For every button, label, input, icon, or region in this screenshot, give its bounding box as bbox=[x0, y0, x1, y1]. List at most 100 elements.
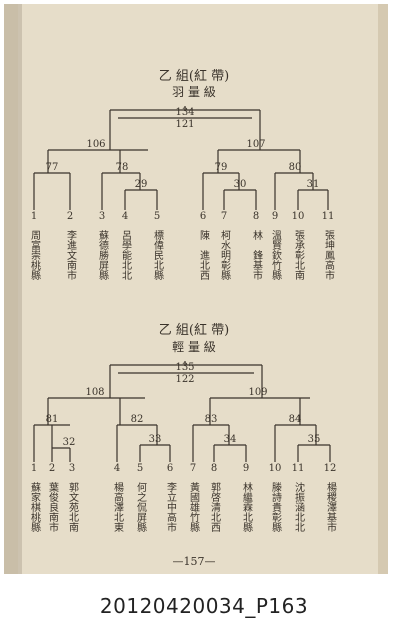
match-number: 77 bbox=[46, 162, 59, 173]
match-number: 33 bbox=[149, 434, 162, 445]
semi-match-right: 109 bbox=[248, 387, 267, 398]
player-entry: 12 楊稷澤 基市 bbox=[324, 463, 337, 533]
match-number: 32 bbox=[63, 437, 76, 448]
player-region: 屏縣 bbox=[97, 260, 109, 280]
player-number: 10 bbox=[292, 211, 305, 222]
player-number: 5 bbox=[154, 211, 160, 222]
match-79 bbox=[202, 172, 257, 210]
player-number: 1 bbox=[31, 463, 37, 474]
player-number: 3 bbox=[99, 211, 105, 222]
semi-bar-right bbox=[209, 397, 310, 425]
player-entry: 8 林 鋒 基市 bbox=[251, 211, 263, 281]
player-name: 周富崇 bbox=[29, 230, 41, 260]
player-entry: 9 溫賢欽 竹縣 bbox=[270, 211, 282, 280]
player-number: 6 bbox=[200, 211, 206, 222]
player-entry: 11 張坤鳳 高市 bbox=[322, 211, 335, 281]
player-number: 7 bbox=[221, 211, 227, 222]
bracket-subtitle: 羽 量 級 bbox=[172, 85, 216, 99]
player-number: 7 bbox=[190, 463, 196, 474]
player-entry: 11 沈振涵 北北 bbox=[292, 463, 305, 532]
player-list: 1 蘇家棋 桃縣 2 葉俊良 南市 3 郭文苑 北南 4 楊高澤 北東 5 何之 bbox=[29, 463, 337, 533]
player-name: 張承彰 bbox=[293, 230, 305, 261]
player-number: 2 bbox=[67, 211, 73, 222]
player-entry: 10 滕詩貴 彰縣 bbox=[269, 463, 282, 532]
player-name: 楊稷澤 bbox=[325, 482, 337, 512]
match-77 bbox=[33, 172, 71, 210]
match-number: 79 bbox=[215, 162, 228, 173]
player-number: 4 bbox=[122, 211, 128, 222]
player-region: 北縣 bbox=[152, 260, 164, 280]
match-number: 34 bbox=[224, 434, 237, 445]
player-number: 11 bbox=[292, 463, 305, 474]
player-region: 屏縣 bbox=[135, 512, 147, 532]
match-number: 29 bbox=[135, 179, 148, 190]
semi-match-left: 106 bbox=[86, 139, 105, 150]
player-region: 竹縣 bbox=[188, 511, 200, 532]
player-region: 北南 bbox=[67, 512, 79, 532]
player-region: 南市 bbox=[65, 259, 77, 281]
player-name: 蘇家棋 bbox=[29, 481, 41, 513]
player-number: 4 bbox=[114, 463, 120, 474]
player-region: 北北 bbox=[120, 260, 132, 280]
player-region: 北縣 bbox=[241, 512, 253, 532]
player-region: 桃縣 bbox=[29, 511, 41, 532]
player-number: 10 bbox=[269, 463, 282, 474]
player-region: 北南 bbox=[293, 260, 305, 280]
player-name: 楊高澤 bbox=[112, 482, 124, 512]
player-region: 北北 bbox=[293, 512, 305, 532]
player-region: 彰縣 bbox=[219, 259, 231, 280]
player-number: 11 bbox=[322, 211, 335, 222]
match-number: 31 bbox=[307, 179, 320, 190]
page-number: —157— bbox=[173, 555, 216, 568]
player-entry: 6 李立中 高市 bbox=[165, 463, 177, 533]
player-region: 基市 bbox=[325, 511, 337, 533]
player-name: 黃國雄 bbox=[188, 481, 200, 513]
bracket-title: 乙 組(紅 帶) bbox=[159, 323, 229, 338]
player-number: 8 bbox=[211, 463, 217, 474]
final-match-top: 134 bbox=[175, 107, 194, 118]
player-entry: 4 呂學能 北北 bbox=[120, 211, 132, 280]
player-entry: 3 蘇德勝 屏縣 bbox=[97, 211, 109, 280]
player-entry: 10 張承彰 北南 bbox=[292, 211, 305, 280]
semi-bar-right bbox=[217, 149, 301, 173]
player-entry: 1 蘇家棋 桃縣 bbox=[29, 463, 41, 532]
player-region: 南市 bbox=[47, 511, 59, 533]
player-name: 張坤鳳 bbox=[323, 230, 335, 261]
player-entry: 2 李進文 南市 bbox=[65, 211, 77, 281]
player-region: 桃縣 bbox=[29, 259, 41, 280]
player-number: 8 bbox=[253, 211, 259, 222]
match-84 bbox=[274, 424, 331, 462]
match-80 bbox=[274, 172, 329, 210]
player-number: 3 bbox=[69, 463, 75, 474]
final-match-top: 135 bbox=[175, 362, 194, 373]
player-region: 高市 bbox=[165, 511, 177, 533]
match-82 bbox=[116, 424, 171, 462]
final-match-bottom: 121 bbox=[175, 119, 194, 130]
player-name: 林 鋒 bbox=[251, 229, 263, 260]
player-entry: 5 標偉民 北縣 bbox=[152, 211, 164, 280]
player-entry: 7 柯水明 彰縣 bbox=[219, 211, 231, 280]
page-right-edge bbox=[378, 4, 388, 574]
paper-sheet bbox=[4, 4, 388, 574]
binding-edge bbox=[4, 4, 18, 574]
player-name: 林繼霖 bbox=[241, 481, 253, 513]
player-entry: 8 郭啓清 北西 bbox=[209, 463, 221, 532]
bracket-title: 乙 組(紅 帶) bbox=[159, 69, 229, 84]
match-81 bbox=[33, 424, 71, 462]
player-region: 高市 bbox=[323, 259, 335, 281]
match-number: 82 bbox=[131, 414, 144, 425]
player-list: 1 周富崇 桃縣 2 李進文 南市 3 蘇德勝 屏縣 4 呂學能 北北 5 標偉 bbox=[29, 211, 335, 281]
bracket-lightweight: 乙 組(紅 帶) 輕 量 級 135 122 108 109 81 32 82 … bbox=[29, 323, 337, 533]
bracket-subtitle: 輕 量 級 bbox=[172, 340, 216, 354]
semi-bar-left bbox=[47, 149, 148, 173]
player-number: 9 bbox=[272, 211, 278, 222]
match-83 bbox=[192, 424, 247, 462]
match-number: 81 bbox=[46, 414, 59, 425]
bracket-featherweight: 乙 組(紅 帶) 羽 量 級 134 121 106 107 77 78 29 … bbox=[29, 69, 335, 281]
player-name: 郭啓清 bbox=[209, 481, 221, 513]
match-number: 83 bbox=[205, 414, 218, 425]
match-number: 35 bbox=[308, 434, 321, 445]
player-entry: 6 陳 進 北西 bbox=[198, 211, 210, 280]
player-region: 彰縣 bbox=[270, 511, 282, 532]
